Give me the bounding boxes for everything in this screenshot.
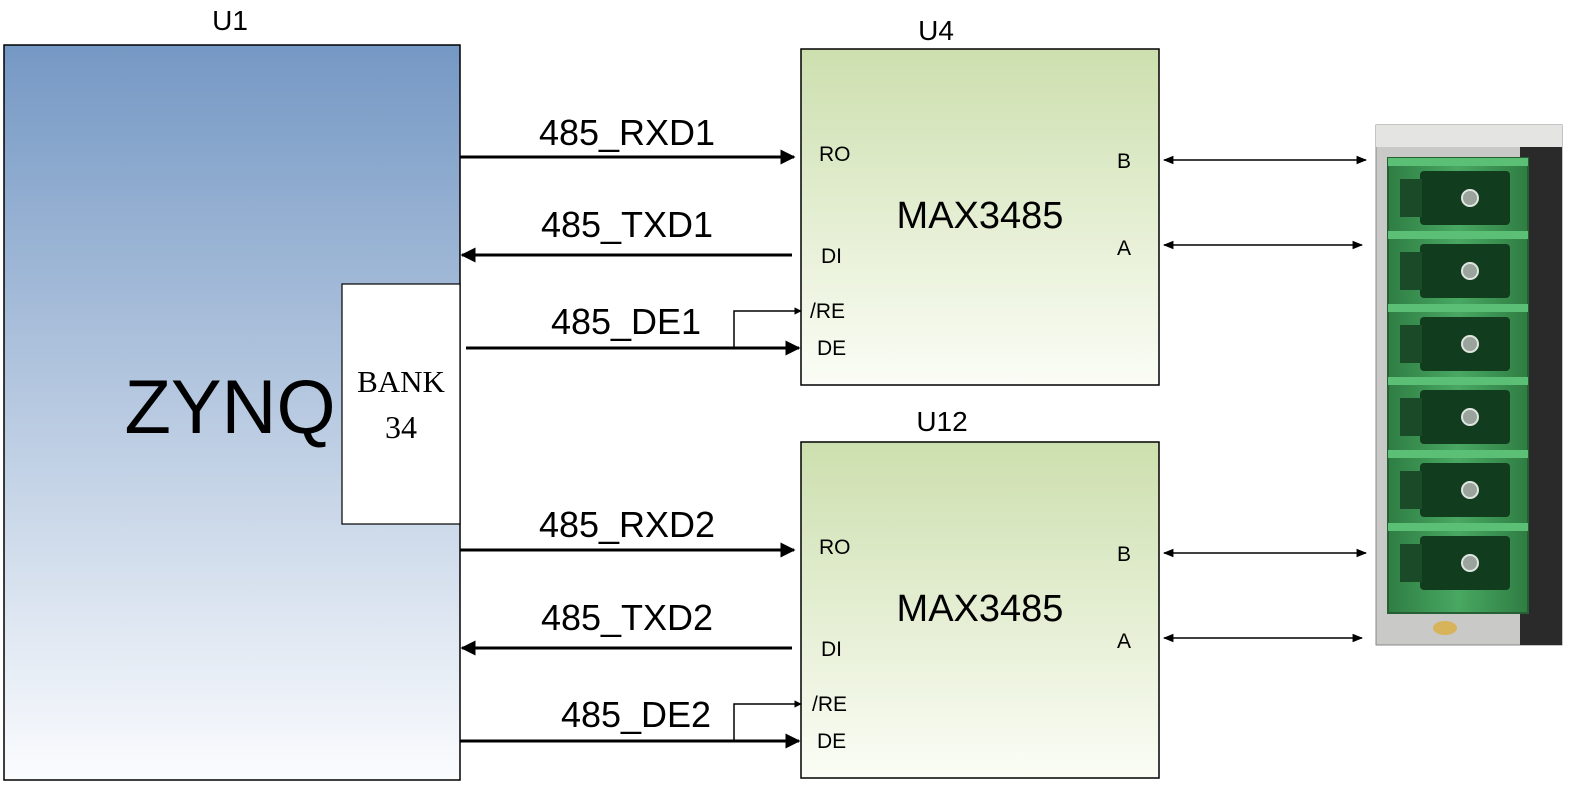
terminal-top-light	[1376, 125, 1562, 147]
u12-pin-re: /RE	[812, 693, 847, 716]
bank-label: BANK	[357, 364, 445, 399]
net-txd1-label: 485_TXD1	[541, 204, 713, 245]
u4-pin-di: DI	[821, 245, 842, 268]
terminal-screw	[1461, 189, 1479, 207]
net-txd2-label: 485_TXD2	[541, 597, 713, 638]
terminal-rib	[1388, 377, 1528, 385]
terminal-block-connector	[1375, 124, 1563, 646]
u12-pin-di: DI	[821, 638, 842, 661]
u4-pin-ro: RO	[819, 143, 851, 166]
re1-wire	[733, 307, 802, 348]
net-de1-label: 485_DE1	[551, 301, 701, 342]
terminal-rib	[1388, 158, 1528, 166]
terminal-screw	[1461, 554, 1479, 572]
u12-part-label: MAX3485	[897, 588, 1064, 630]
u4-bus-wires	[1162, 155, 1368, 250]
u12-pin-a: A	[1117, 630, 1131, 653]
terminal-notch	[1400, 252, 1422, 290]
bank-34-box	[341, 283, 461, 525]
terminal-screw	[1461, 262, 1479, 280]
terminal-rib	[1388, 450, 1528, 458]
terminal-cells	[1388, 158, 1528, 590]
terminal-screw	[1461, 335, 1479, 353]
u4-block: U4 MAX3485 RO DI /RE DE B A	[800, 15, 1160, 386]
terminal-notch	[1400, 179, 1422, 217]
u12-pin-ro: RO	[819, 536, 851, 559]
zynq-block: U1 BANK 34 ZYNQ	[3, 5, 461, 781]
terminal-pin-tip	[1433, 621, 1457, 635]
net-de2-label: 485_DE2	[561, 694, 711, 735]
re2-wire	[733, 700, 802, 741]
terminal-notch	[1400, 471, 1422, 509]
zynq-label: ZYNQ	[124, 365, 335, 450]
u12-block: U12 MAX3485 RO DI /RE DE B A	[800, 406, 1160, 779]
u12-pin-de: DE	[817, 730, 846, 753]
u12-bus-wires	[1162, 548, 1368, 643]
u4-pin-a: A	[1117, 237, 1131, 260]
u12-ref-label: U12	[916, 406, 967, 437]
terminal-rib	[1388, 304, 1528, 312]
terminal-screw	[1461, 408, 1479, 426]
u12-pin-b: B	[1117, 543, 1131, 566]
u4-pin-de: DE	[817, 337, 846, 360]
terminal-notch	[1400, 398, 1422, 436]
u4-body	[800, 48, 1160, 386]
net-rxd2-label: 485_RXD2	[539, 504, 715, 545]
terminal-notch	[1400, 325, 1422, 363]
net-rxd1-label: 485_RXD1	[539, 112, 715, 153]
u4-ref-label: U4	[918, 15, 954, 46]
u4-part-label: MAX3485	[897, 195, 1064, 237]
u4-pin-re: /RE	[810, 300, 845, 323]
terminal-rib	[1388, 231, 1528, 239]
bank-number: 34	[385, 409, 417, 445]
u12-body	[800, 441, 1160, 779]
terminal-screw	[1461, 481, 1479, 499]
u4-nets	[460, 149, 802, 356]
terminal-rib	[1388, 523, 1528, 531]
terminal-notch	[1400, 544, 1422, 582]
u4-pin-b: B	[1117, 150, 1131, 173]
u1-ref-label: U1	[212, 5, 248, 36]
u12-nets	[460, 542, 802, 749]
